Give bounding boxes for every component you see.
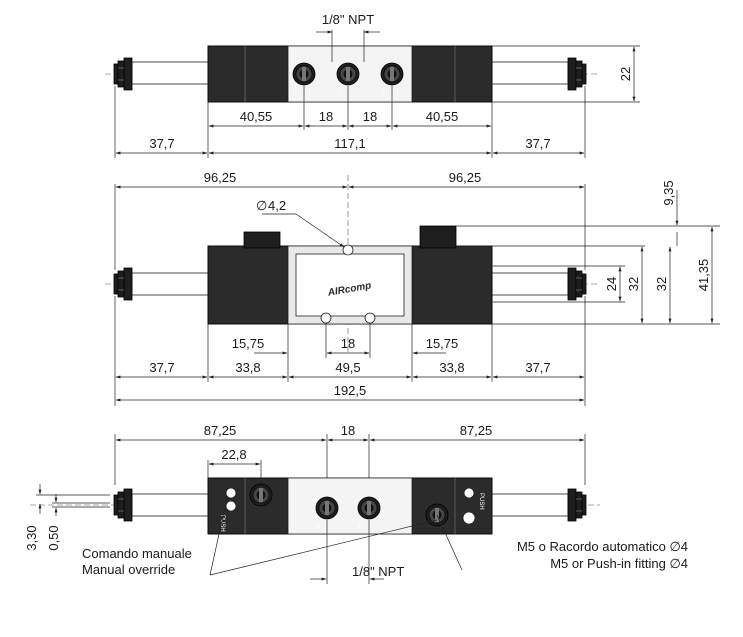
overall-length-dimension: 192,5 [334,383,367,398]
segment-dimension: 49,5 [335,360,360,375]
manual-override-label-en: Manual override [82,562,175,577]
manual-override-label-it: Comando manuale [82,546,192,561]
coil-left [113,267,133,301]
inner-dimension: 15,75 [232,336,265,351]
fitting-text-it: M5 o Racordo automatico [517,539,666,554]
port-4-icon [315,496,339,520]
left-distance-dimension: 87,25 [204,423,237,438]
push-label: PUSH [219,515,225,532]
coil-left [113,488,133,522]
segment-dimension: 37,7 [149,360,174,375]
connector-right [419,225,457,249]
fitting-label-it: M5 o Racordo automatico ∅4 [517,539,688,554]
override-spacing-dimension: 22,8 [221,447,246,462]
bottom-view: 87,25 18 87,25 22,8 PUSH PUSH 4 2 [24,423,688,584]
push-label: PUSH [478,493,484,510]
right-distance-dimension: 87,25 [460,423,493,438]
port-5-icon [380,62,404,86]
manual-override-right [463,487,475,499]
mount-hole-top [342,244,354,256]
inner-dimension: 18 [341,336,355,351]
port-number: 5 [382,90,386,96]
fitting-diameter: 4 [681,539,688,554]
vertical-dimension-b: 0,50 [46,525,61,550]
top-port-thread: 1/8" NPT [322,12,374,27]
mount-hole-left [320,312,332,324]
port-number: 4 [316,524,320,530]
coil-right [567,267,587,301]
fitting-diameter-symbol: ∅ [666,556,681,571]
mount-hole-right [364,312,376,324]
port-3-icon [292,62,316,86]
inner-dimension: 15,75 [426,336,459,351]
width-dimension: 18 [363,109,377,124]
half-left-dimension: 96,25 [204,170,237,185]
width-dimension: 18 [319,109,333,124]
height-dimension: 32 [626,277,641,291]
segment-dimension: 37,7 [525,360,550,375]
vertical-dimension-a: 3,30 [24,525,39,550]
side-right-dimension: 37,7 [525,136,550,151]
front-view: 96,25 96,25 AIRcomp ∅ 4,2 9,35 2 [105,170,720,406]
segment-dimension: 33,8 [235,360,260,375]
fitting-diameter: 4 [681,556,688,571]
solenoid-stem-right [491,61,569,85]
fitting-text-en: M5 or Push-in fitting [550,556,666,571]
width-dimension: 40,55 [426,109,459,124]
top-view: 3 1 5 1/8" NPT 22 40,55 18 18 40,55 [105,12,640,158]
fitting-left-icon [249,483,273,507]
segment-dimension: 33,8 [439,360,464,375]
port-pitch-dimension: 18 [341,423,355,438]
connector-left [243,231,281,249]
port-number: 1 [338,90,342,96]
bottom-port-thread: 1/8" NPT [352,564,404,579]
port-2-icon [357,496,381,520]
coil-right [567,488,587,522]
hole-diameter-symbol: ∅ [256,198,267,213]
port-number: 3 [294,90,298,96]
height-dimension: 24 [604,277,619,291]
body-length-dimension: 117,1 [334,136,366,151]
hole-diameter-dimension: 4,2 [268,198,286,213]
coil-left [113,57,133,91]
manual-override-left [225,487,237,499]
height-dimension: 22 [618,67,633,81]
half-right-dimension: 96,25 [449,170,482,185]
height-dimension: 32 [654,277,669,291]
port-1-icon [336,62,360,86]
fitting-diameter-symbol: ∅ [666,539,681,554]
port-number: 2 [358,524,362,530]
offset-top-dimension: 9,35 [661,180,676,205]
coil-right [567,57,587,91]
fitting-label-en: M5 or Push-in fitting ∅4 [550,556,688,571]
height-dimension: 41,35 [696,259,711,292]
side-left-dimension: 37,7 [149,136,174,151]
solenoid-stem-left [131,61,209,85]
width-dimension: 40,55 [240,109,273,124]
